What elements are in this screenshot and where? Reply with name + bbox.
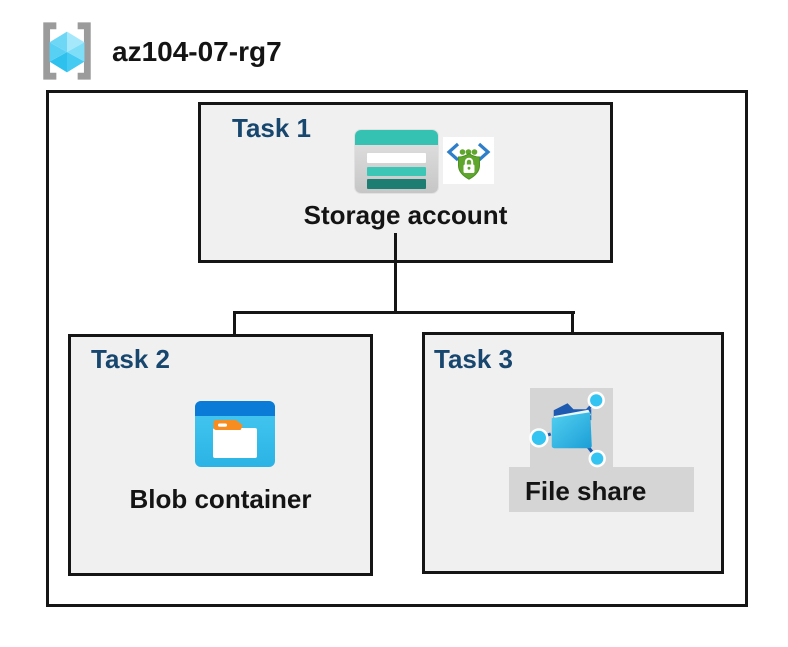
file-share-label: File share — [525, 476, 647, 506]
storage-account-icon — [355, 130, 438, 193]
storage-account-label: Storage account — [303, 200, 508, 230]
connector-storage-stem — [394, 233, 397, 313]
resource-group-icon — [36, 20, 98, 82]
connector-branch-bar — [233, 311, 575, 314]
blob-container-label: Blob container — [129, 484, 312, 514]
sas-lock-icon — [443, 137, 494, 184]
task2-label: Task 2 — [91, 344, 171, 374]
file-share-icon — [529, 388, 613, 468]
blob-container-icon — [195, 401, 275, 467]
task1-label: Task 1 — [232, 113, 312, 143]
file-share-label-plate — [509, 467, 694, 512]
task3-label: Task 3 — [434, 344, 514, 374]
resource-group-title: az104-07-rg7 — [112, 36, 282, 67]
